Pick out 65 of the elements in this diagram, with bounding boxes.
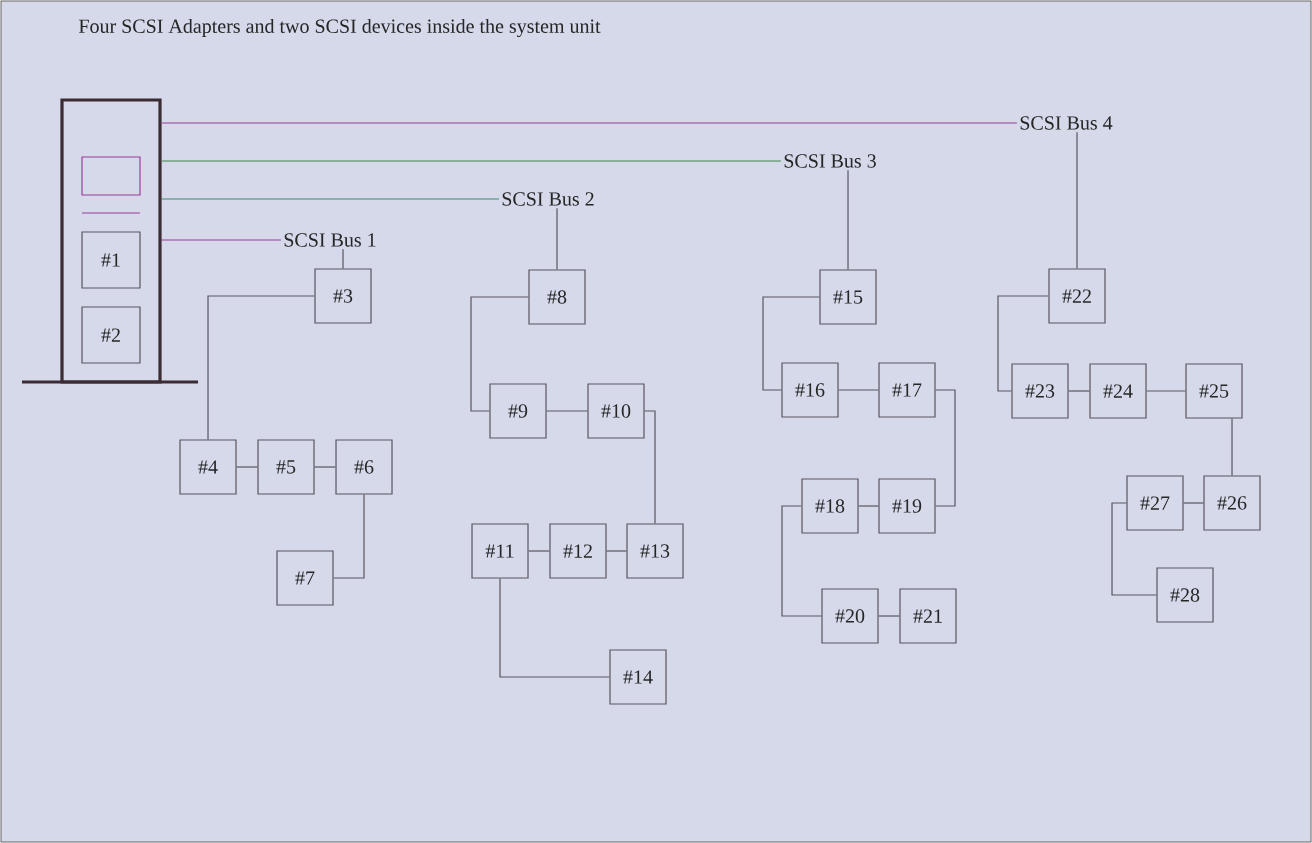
connector-line	[470, 296, 529, 412]
connector-line	[314, 466, 336, 468]
connector-line	[1111, 502, 1157, 596]
device-box: #11	[471, 523, 529, 579]
connector-line	[1183, 502, 1204, 504]
connector-line	[878, 615, 900, 617]
device-box: #24	[1089, 363, 1147, 419]
device-box: #28	[1156, 567, 1214, 623]
system-unit-box	[60, 98, 162, 384]
device-box: #2	[81, 306, 141, 364]
connector-line	[997, 295, 1049, 392]
connector-line	[499, 578, 610, 678]
device-box: #14	[609, 649, 667, 705]
connector-line	[1146, 390, 1186, 392]
device-box: #9	[489, 383, 547, 439]
connector-line	[528, 550, 550, 552]
device-box: #17	[878, 362, 936, 418]
device-box: #22	[1048, 268, 1106, 324]
title: Four SCSI Adapters and two SCSI devices inside the system unit	[78, 18, 601, 38]
device-box: #27	[1126, 475, 1184, 531]
connector-line	[207, 295, 315, 440]
connector-line	[762, 296, 820, 391]
connector-line	[161, 160, 782, 162]
connector-line	[342, 248, 344, 269]
device-box: #12	[549, 523, 607, 579]
bus-label: SCSI Bus 4	[1020, 116, 1113, 130]
connector-line	[858, 505, 879, 507]
connector-line	[838, 389, 879, 391]
connector-line	[236, 466, 258, 468]
connector-line	[935, 389, 956, 507]
connector-line	[556, 207, 558, 270]
bus-label: SCSI Bus 3	[784, 154, 876, 168]
connector-line	[161, 198, 500, 200]
connector-line	[781, 505, 822, 617]
connector-line	[606, 550, 627, 552]
device-box: #8	[528, 269, 586, 325]
device-box: #4	[179, 439, 237, 495]
device-box: #18	[801, 478, 859, 534]
device-box: #7	[276, 550, 334, 606]
device-box: #3	[314, 268, 372, 324]
device-box: #21	[899, 588, 957, 644]
device-box: #16	[781, 362, 839, 418]
device-box: #13	[626, 523, 684, 579]
device-box: #10	[587, 383, 645, 439]
device-box: #15	[819, 269, 877, 325]
connector-line	[333, 494, 365, 579]
device-box: #5	[257, 439, 315, 495]
connector-line	[847, 169, 849, 270]
connector-line	[1068, 390, 1090, 392]
device-box: #23	[1011, 363, 1069, 419]
connector-line	[546, 410, 588, 412]
slot-box	[81, 156, 141, 196]
device-box: #6	[335, 439, 393, 495]
device-box: #19	[878, 478, 936, 534]
connector-line	[1231, 418, 1233, 476]
device-box: #1	[81, 231, 141, 289]
bus-label: SCSI Bus 1	[284, 233, 376, 247]
device-box: #26	[1203, 475, 1261, 531]
device-box: #20	[821, 588, 879, 644]
connector-line	[161, 122, 1018, 124]
connector-line	[1076, 131, 1078, 269]
device-box: #25	[1185, 363, 1243, 419]
connector-line	[644, 410, 656, 524]
bus-label: SCSI Bus 2	[502, 192, 594, 206]
connector-line	[161, 239, 282, 241]
